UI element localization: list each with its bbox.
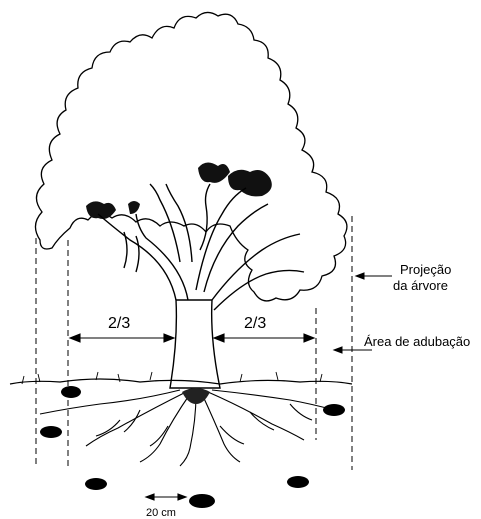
left-two-thirds-label: 2/3	[108, 315, 130, 332]
tree-roots	[40, 390, 334, 466]
right-two-thirds-label: 2/3	[244, 315, 266, 332]
projection-label-line2: da árvore	[393, 278, 448, 293]
projection-label-line1: Projeção	[400, 262, 451, 277]
tree-branches	[98, 184, 304, 310]
fertilizer-spot	[61, 386, 81, 398]
fertilizer-spots	[40, 386, 345, 508]
fertilizer-spot	[287, 476, 309, 488]
fertilizer-spot	[85, 478, 107, 490]
fertilizer-spot	[40, 426, 62, 438]
foliage-shading	[86, 162, 272, 219]
fertilizer-spot	[323, 404, 345, 416]
fertilizer-spot	[189, 494, 215, 508]
spacing-label: 20 cm	[146, 507, 176, 519]
fertilization-area-label: Área de adubação	[364, 334, 470, 349]
tree-trunk	[170, 300, 220, 388]
